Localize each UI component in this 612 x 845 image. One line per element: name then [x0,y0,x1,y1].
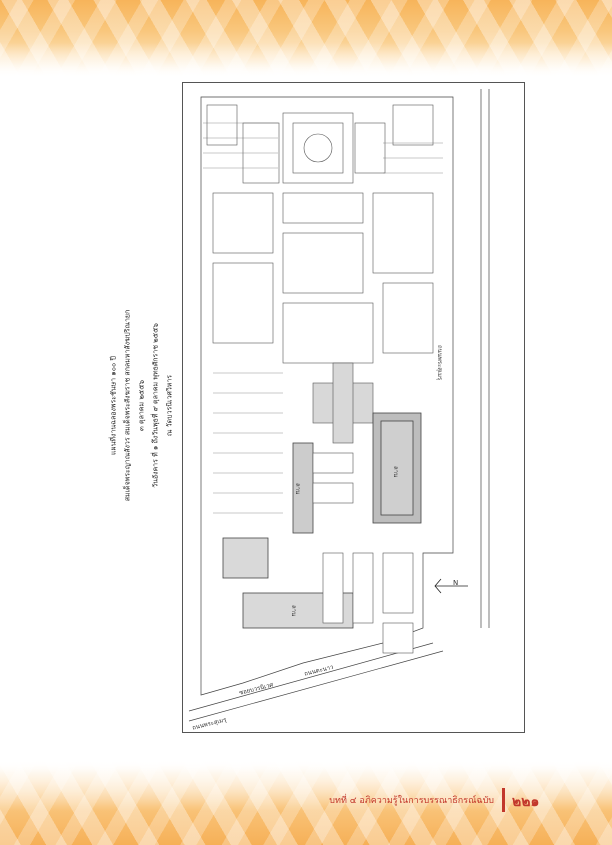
decorative-bottom-band [0,760,612,845]
north-label: N [453,579,459,587]
footer-divider [502,788,505,812]
map-title-line-3: ๓ ตุลาคม ๒๕๕๖ [137,380,146,431]
chapter-title: บทที่ ๔ อภิความรู้ในการบรรณาธิกรณ์ฉบับ [329,796,494,806]
map-title-line-1: แผนที่งานฉลองพระชันษา ๑๐๐ ปี [109,356,118,455]
lot-label-3: ลาน [290,605,297,617]
page-footer: บทที่ ๔ อภิความรู้ในการบรรณาธิกรณ์ฉบับ ๒… [0,784,612,814]
north-arrow-icon [434,578,468,594]
lot-label-1: ลาน [392,466,399,478]
lot-label-2: ลาน [294,483,301,495]
road-label-right: ถนนพระสุเมรุ [436,345,443,381]
map-title-line-5: ณ วัดบวรนิเวศวิหาร [165,374,174,437]
map-title-line-2: สมเด็จพระญาณสังวร สมเด็จพระสังฆราช สกลมห… [123,309,132,502]
temple-map: ถนนพระสุเมรุ ถนนพระสุเมรุ ซอยบวรนิเวศ ถน… [182,82,525,733]
map-title-block: แผนที่งานฉลองพระชันษา ๑๐๐ ปี สมเด็จพระญา… [92,280,192,520]
page-number: ๒๒๑ [512,794,540,810]
map-title-line-4: วันอังคาร ที่ ๑ ถึงวันพุธที่ ๙ ตุลาคม พุ… [151,323,160,488]
temple-map-drawing [188,89,490,722]
decorative-top-band [0,0,612,78]
